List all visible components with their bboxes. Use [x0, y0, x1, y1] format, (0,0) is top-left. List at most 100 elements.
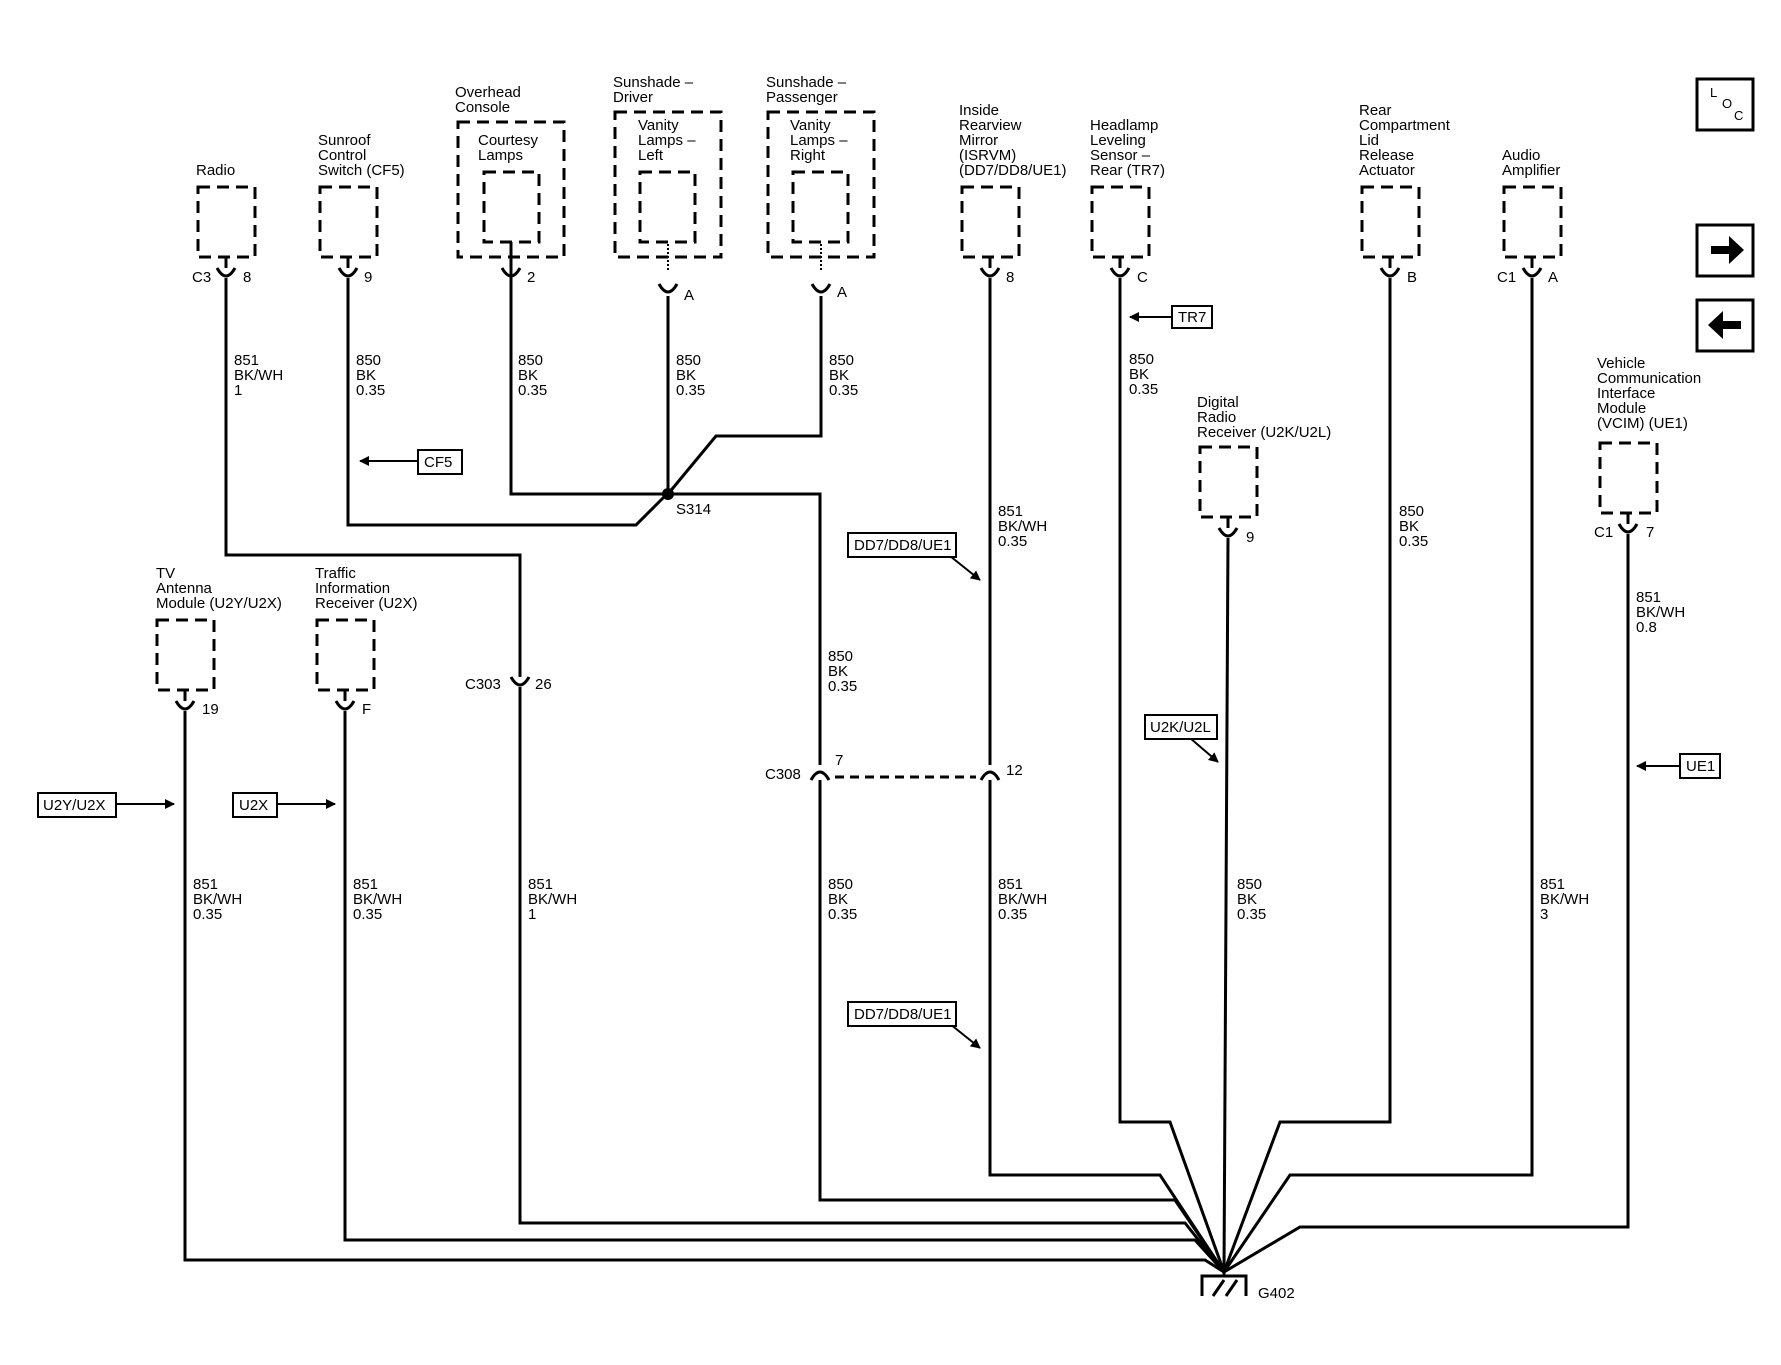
vcim-box: [1598, 441, 1659, 515]
vanity-right-connector: [810, 283, 832, 294]
vanity-right-pin-label: A: [837, 284, 847, 301]
c308-pin-b-label: 12: [1006, 762, 1023, 779]
previous-page-button[interactable]: [1695, 298, 1755, 353]
rear-lid-connector: [1379, 257, 1401, 278]
headlamp-leveling-sensor-label: Headlamp Leveling Sensor – Rear (TR7): [1090, 117, 1165, 179]
vcim-label: Vehicle Communication Interface Module (…: [1597, 355, 1705, 432]
ue1-tag-text: UE1: [1686, 758, 1715, 775]
u2k-tag-text: U2K/U2L: [1150, 719, 1211, 736]
headlamp-sensor-box: [1090, 185, 1151, 259]
courtesy-lamps-box: [482, 170, 541, 244]
sunshade-passenger-label: Sunshade – Passenger: [766, 74, 850, 106]
ground-symbol: G402: [1200, 1272, 1295, 1302]
audio-amp-connector: [1521, 257, 1543, 278]
courtesy-connector: [500, 242, 522, 278]
arrow-right-icon: [1711, 236, 1744, 264]
mirror-pin-label: 8: [1006, 269, 1014, 286]
u2x-tag-box[interactable]: [232, 792, 278, 818]
loc-letter-o: O: [1722, 96, 1732, 111]
splice-dot: [662, 488, 674, 500]
courtesy-lamps-label: Courtesy Lamps: [478, 132, 542, 164]
sunroof-switch-label: Sunroof Control Switch (CF5): [318, 132, 405, 179]
c303-connector: [509, 660, 531, 687]
radio-connector: [215, 257, 237, 278]
u2y-tag-box[interactable]: [37, 792, 117, 818]
sunroof-connector: [337, 257, 359, 278]
wire-digital-radio: [1222, 537, 1230, 1273]
headlamp-connector: [1109, 257, 1131, 278]
radio-label: Radio: [196, 162, 235, 179]
pin-labels: C3 8 9 2 A A 8 C B C1 A C1 7 9 19 F C303…: [192, 269, 1654, 783]
vcim-pin-label: 7: [1646, 524, 1654, 541]
traffic-info-receiver-label: Traffic Information Receiver (U2X): [315, 565, 418, 612]
tr7-tag-text: TR7: [1178, 309, 1206, 326]
headlamp-pin-label: C: [1137, 269, 1148, 286]
inside-mirror-box: [960, 185, 1021, 259]
location-button[interactable]: L O C: [1695, 77, 1755, 132]
audio-amplifier-label: Audio Amplifier: [1502, 147, 1560, 179]
wire-c303-ground: [518, 687, 1226, 1273]
component-labels: Radio Sunroof Control Switch (CF5) Overh…: [156, 74, 1705, 612]
inside-mirror-label: Inside Rearview Mirror (ISRVM) (DD7/DD8/…: [959, 102, 1067, 179]
audio-pin-label: A: [1548, 269, 1558, 286]
dd-lower-tag-box[interactable]: [847, 1001, 957, 1027]
tr7-tag-box[interactable]: [1171, 305, 1213, 329]
wire-vanity-right: [666, 296, 823, 495]
u2k-arrow: [1189, 737, 1219, 763]
radio-box: [196, 185, 257, 259]
c308-connector-a: [809, 770, 831, 790]
wire-headlamp-sensor: [1118, 278, 1226, 1273]
dd-upper-tag-box[interactable]: [847, 532, 957, 558]
loc-letter-c: C: [1734, 108, 1743, 123]
wire-tv-antenna: [183, 711, 1225, 1274]
wire-s314-c308: [668, 492, 822, 765]
wire-radio: [224, 278, 522, 667]
wire-traffic-receiver: [343, 711, 1226, 1274]
vcim-conn-label: C1: [1594, 524, 1613, 541]
ground-label: G402: [1258, 1285, 1295, 1302]
dd-upper-tag-text: DD7/DD8/UE1: [854, 537, 952, 554]
dd-upper-arrow: [949, 555, 981, 581]
c303-pin-label: 26: [535, 676, 552, 693]
next-page-button[interactable]: [1695, 223, 1755, 278]
digital-radio-connector: [1217, 517, 1239, 538]
wire-vcim: [1223, 534, 1630, 1274]
splice-label: S314: [676, 501, 711, 518]
traffic-pin-label: F: [362, 701, 371, 718]
c308-pin-a-label: 7: [835, 752, 843, 769]
cf5-tag-box[interactable]: [417, 449, 463, 475]
ue1-tag-box[interactable]: [1679, 753, 1721, 779]
connector-symbols: [174, 242, 1639, 790]
dd-lower-tag-text: DD7/DD8/UE1: [854, 1006, 952, 1023]
courtesy-pin-label: 2: [527, 269, 535, 286]
c308-connector-b: [979, 770, 1001, 790]
u2x-tag-text: U2X: [239, 797, 268, 814]
radio-conn-label: C3: [192, 269, 211, 286]
rear-lid-actuator-label: Rear Compartment Lid Release Actuator: [1359, 102, 1454, 179]
digital-radio-box: [1198, 445, 1259, 519]
u2k-tag-box[interactable]: [1144, 714, 1218, 740]
vcim-connector: [1617, 513, 1639, 534]
wire-rear-lid: [1222, 278, 1392, 1273]
wire-audio-amp: [1222, 278, 1534, 1273]
wire-c308a-ground: [818, 785, 1226, 1273]
mirror-connector: [979, 257, 1001, 278]
rear-lid-box: [1360, 185, 1421, 259]
wire-sunroof: [346, 278, 670, 527]
audio-amp-box: [1502, 185, 1563, 259]
wire-c308b-ground: [988, 785, 1226, 1273]
traffic-receiver-box: [315, 618, 376, 692]
sunshade-driver-label: Sunshade – Driver: [613, 74, 697, 106]
wires: [183, 242, 1630, 1274]
